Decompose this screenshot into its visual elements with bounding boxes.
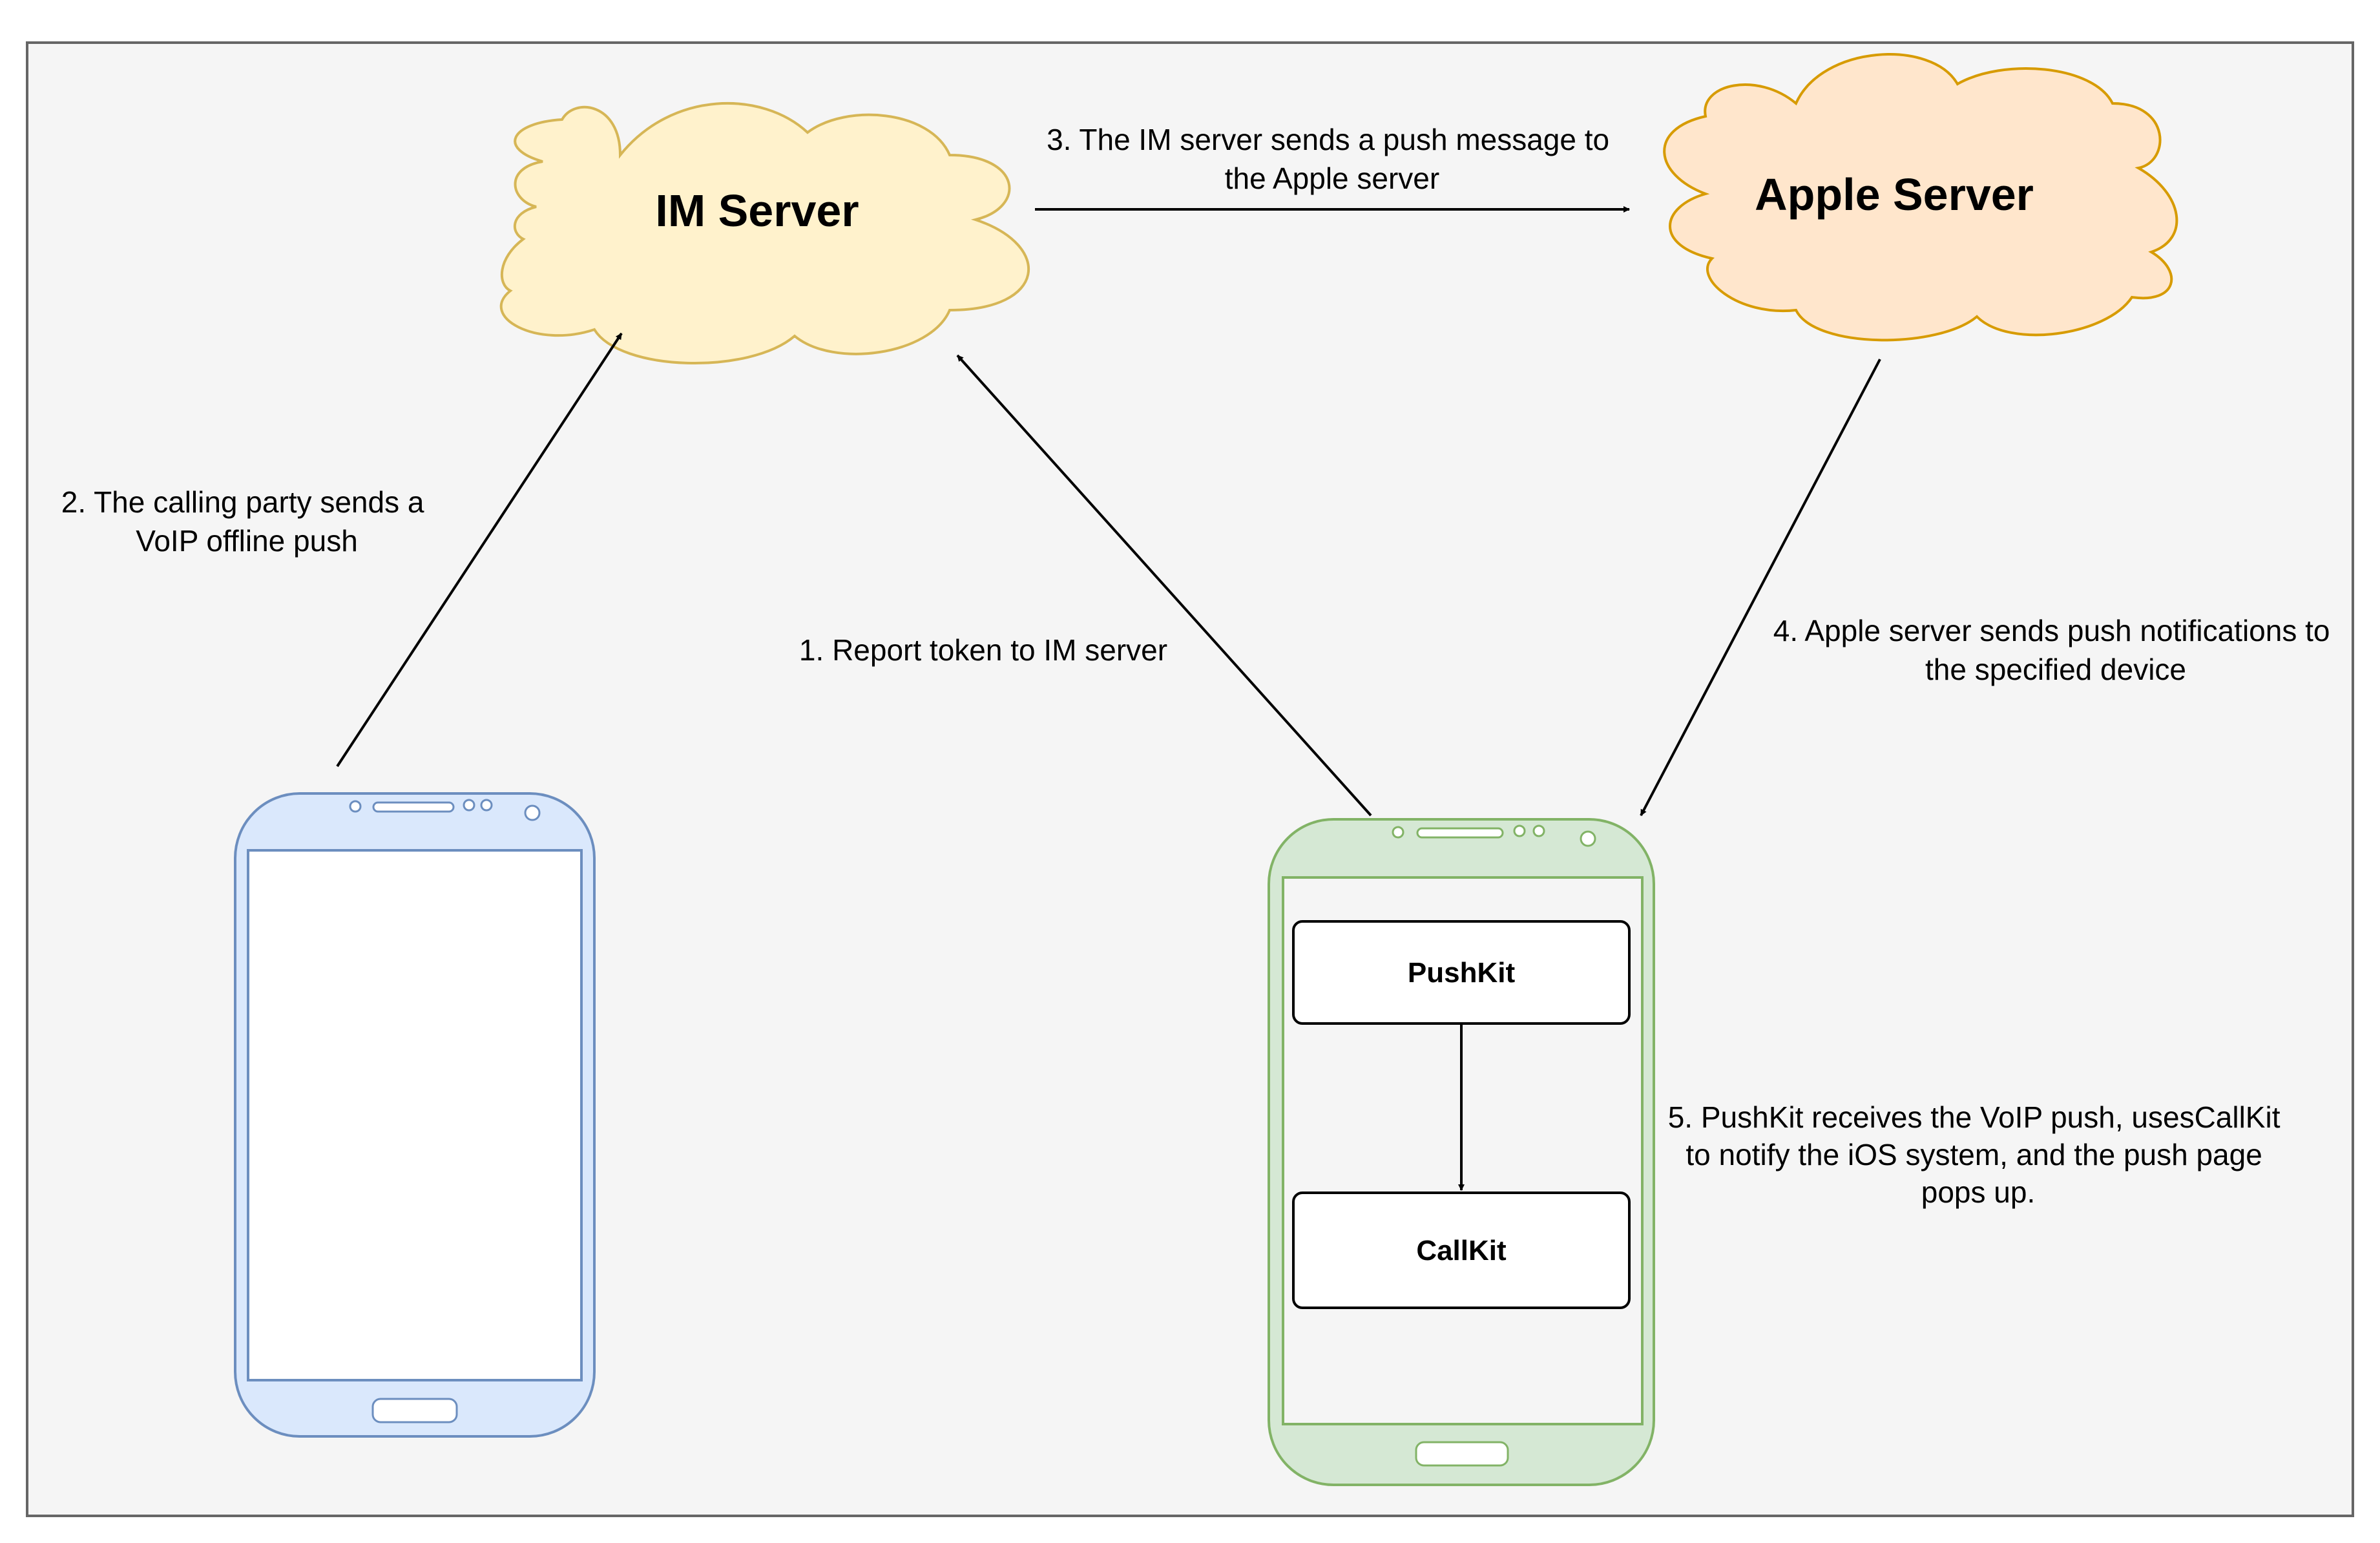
im-server-title: IM Server bbox=[655, 185, 859, 236]
im-server-cloud-shape bbox=[499, 101, 1030, 364]
arrow-apple-server-to-callee bbox=[1640, 359, 1881, 816]
arrow-caller-to-im-server bbox=[336, 332, 623, 768]
step-4-label: 4. Apple server sends push notifications… bbox=[1773, 614, 2339, 686]
step-5-line: pops up. bbox=[1921, 1175, 2035, 1209]
step-3-line: the Apple server bbox=[1225, 162, 1439, 195]
step-2-label: 2. The calling party sends a VoIP offlin… bbox=[61, 485, 432, 558]
callee-phone-camera-icon bbox=[1580, 830, 1596, 847]
step-3-line: 3. The IM server sends a push message to bbox=[1047, 123, 1609, 156]
apple-server-cloud[interactable]: Apple Server bbox=[1663, 53, 2178, 342]
caller-phone[interactable] bbox=[234, 792, 596, 1438]
step-4-line: the specified device bbox=[1925, 653, 2186, 686]
caller-phone-speaker-icon bbox=[372, 801, 455, 813]
caller-phone-screen bbox=[247, 849, 583, 1381]
callkit-box[interactable]: CallKit bbox=[1292, 1191, 1631, 1309]
step-1-label: 1. Report token to IM server bbox=[799, 633, 1167, 667]
step-1-line: 1. Report token to IM server bbox=[799, 633, 1167, 667]
callee-phone[interactable]: PushKit CallKit bbox=[1268, 818, 1655, 1486]
pushkit-box[interactable]: PushKit bbox=[1292, 920, 1631, 1025]
apple-server-title: Apple Server bbox=[1755, 169, 2034, 220]
step-2-line: 2. The calling party sends a bbox=[61, 485, 424, 519]
callee-phone-speaker-icon bbox=[1416, 827, 1504, 839]
caller-phone-sensor-icon bbox=[463, 799, 475, 812]
step-5-line: to notify the iOS system, and the push p… bbox=[1686, 1138, 2262, 1171]
arrow-callee-to-im-server bbox=[956, 354, 1372, 817]
caller-phone-camera-icon bbox=[524, 804, 541, 821]
pushkit-box-shape bbox=[1292, 920, 1631, 1025]
caller-phone-sensor-icon bbox=[480, 799, 493, 812]
callee-phone-sensor-icon bbox=[1532, 824, 1545, 837]
im-server-cloud[interactable]: IM Server bbox=[499, 101, 1030, 364]
step-5-label: 5. PushKit receives the VoIP push, usesC… bbox=[1668, 1100, 2289, 1209]
caller-phone-home-button bbox=[371, 1398, 458, 1423]
callee-phone-sensor-icon bbox=[1513, 824, 1526, 837]
step-2-line: VoIP offline push bbox=[136, 524, 358, 558]
step-4-line: 4. Apple server sends push notifications… bbox=[1773, 614, 2330, 647]
caller-phone-sensor-icon bbox=[349, 800, 362, 813]
step-5-line: 5. PushKit receives the VoIP push, usesC… bbox=[1668, 1100, 2281, 1134]
callee-phone-sensor-icon bbox=[1392, 826, 1404, 839]
apple-server-cloud-shape bbox=[1663, 53, 2178, 342]
callkit-label: CallKit bbox=[1416, 1235, 1507, 1266]
callee-phone-home-button bbox=[1415, 1441, 1509, 1467]
callkit-box-shape bbox=[1292, 1191, 1631, 1309]
step-3-label: 3. The IM server sends a push message to… bbox=[1047, 123, 1618, 195]
pushkit-label: PushKit bbox=[1408, 957, 1516, 989]
